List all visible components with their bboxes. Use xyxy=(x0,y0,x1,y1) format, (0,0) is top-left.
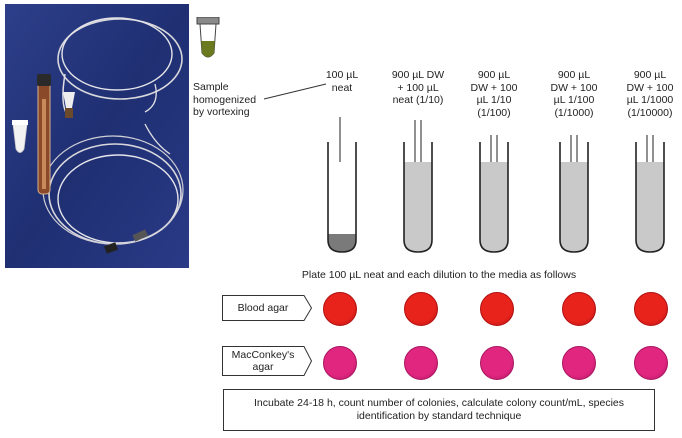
tube-label-1-1000: 900 µL DW + 100 µL 1/100 (1/1000) xyxy=(550,69,598,119)
plate-instruction: Plate 100 µL neat and each dilution to t… xyxy=(301,269,577,281)
test-tube xyxy=(635,135,665,253)
tube-label-1-10000: 900 µL DW + 100 µL 1/1000 (1/10000) xyxy=(626,69,674,119)
tube-label-1-10: 900 µL DW + 100 µL neat (1/10) xyxy=(391,69,445,106)
incubation-instruction: Incubate 24-18 h, count number of coloni… xyxy=(223,389,655,431)
tube-label-1-100: 900 µL DW + 100 µL 1/10 (1/100) xyxy=(470,69,518,119)
macconkey-agar-dish xyxy=(480,346,514,380)
tube-outline xyxy=(479,142,509,253)
blood-agar-dish xyxy=(634,292,668,326)
blood-agar-dish xyxy=(480,292,514,326)
macconkey-agar-dish xyxy=(404,346,438,380)
test-tube xyxy=(327,117,357,253)
blood-agar-dish xyxy=(562,292,596,326)
equipment-photo xyxy=(5,4,189,268)
tube-liquid xyxy=(560,162,588,252)
tube-outline xyxy=(635,142,665,253)
tube-sediment xyxy=(328,234,356,252)
test-tube xyxy=(479,135,509,253)
media-label-macconkey-agar: MacConkey's agar xyxy=(222,346,312,376)
arrow-box-shape xyxy=(222,295,312,321)
media-label-blood-agar: Blood agar xyxy=(222,295,312,321)
tube-liquid xyxy=(480,162,508,252)
sample-tube-icon xyxy=(196,17,220,58)
test-tube xyxy=(559,135,589,253)
arrow-box-shape xyxy=(222,346,312,376)
macconkey-agar-dish xyxy=(323,346,357,380)
macconkey-agar-dish xyxy=(634,346,668,380)
tube-outline xyxy=(559,142,589,253)
blood-agar-dish xyxy=(404,292,438,326)
macconkey-agar-dish xyxy=(562,346,596,380)
test-tube xyxy=(403,120,433,253)
tube-label-neat: 100 µL neat xyxy=(325,69,359,94)
tube-liquid xyxy=(636,162,664,252)
tube-outline xyxy=(403,142,433,253)
blood-agar-dish xyxy=(323,292,357,326)
sample-label: Sample homogenized by vortexing xyxy=(193,81,257,118)
tube-liquid xyxy=(404,162,432,252)
tube-outline xyxy=(327,142,357,253)
